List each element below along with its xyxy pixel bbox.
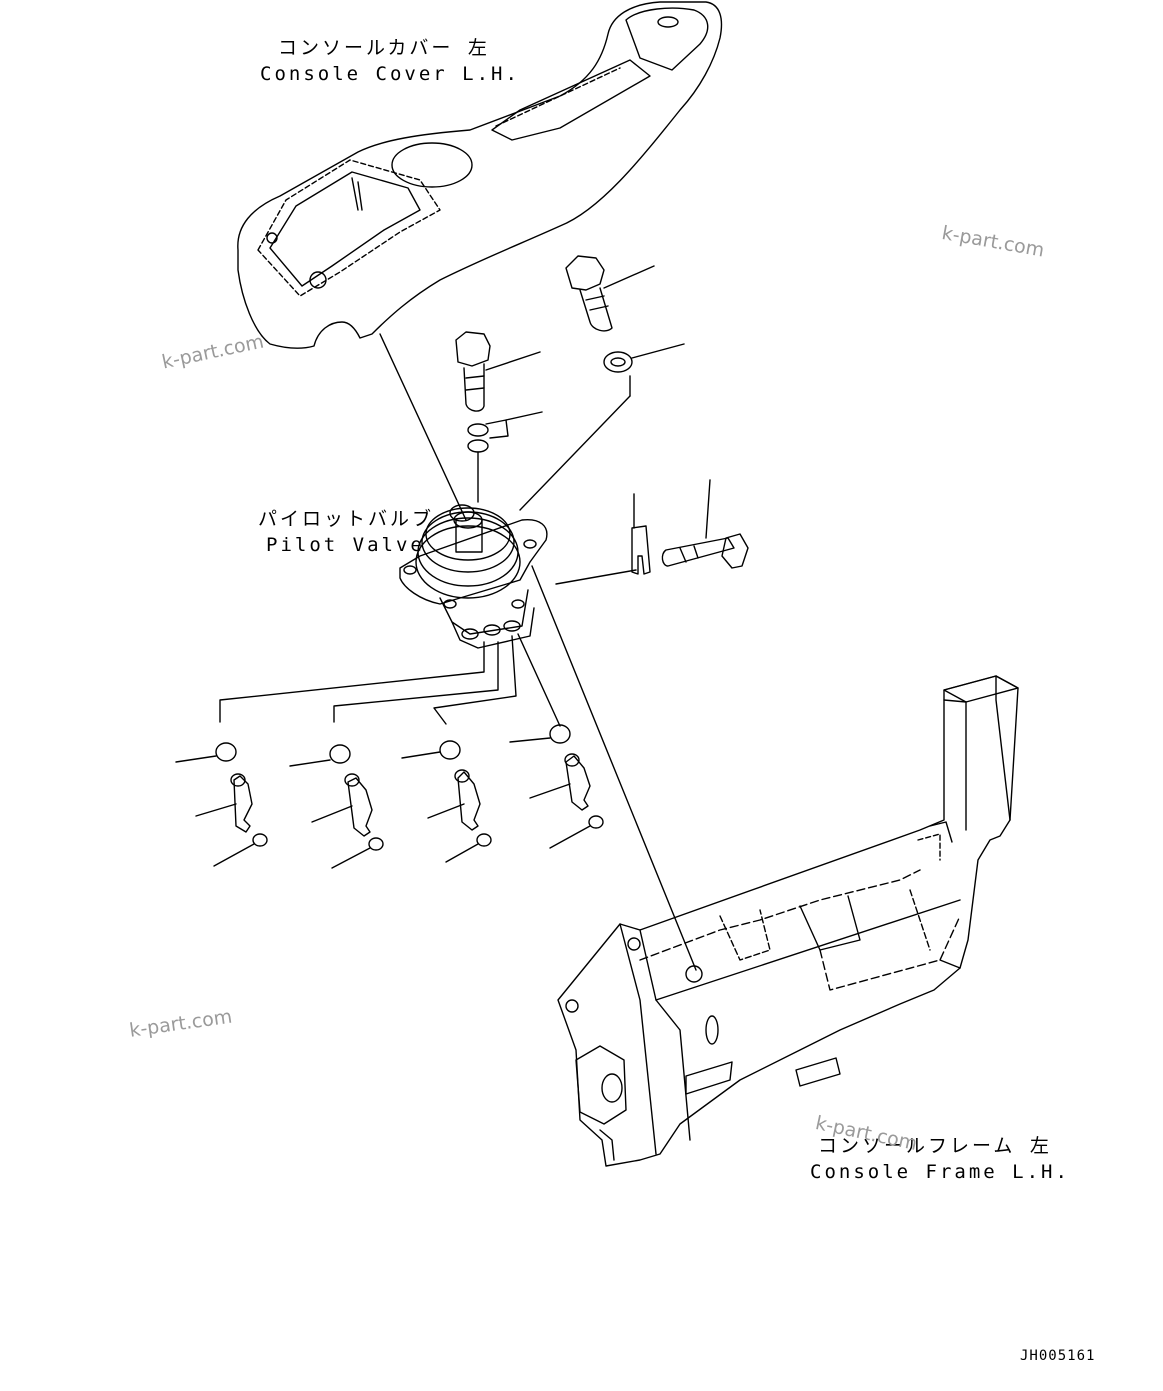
o-rings [467,411,543,503]
washer-upper-right [603,343,685,373]
console-frame-label-jp: コンソールフレーム 左 [818,1135,1052,1157]
bolt-upper-right [565,255,655,332]
leader-lines [379,333,697,971]
pilot-valve-label-en: Pilot Valve [266,534,425,556]
console-cover [237,1,723,349]
console-frame-label-en: Console Frame L.H. [810,1161,1070,1183]
console-frame [557,675,1019,1167]
pilot-valve-label-jp: パイロットバルブ [258,508,435,530]
bolt-right [661,479,749,569]
fittings [175,724,604,869]
fork-pin [631,493,651,575]
drawing-code: JH005161 [1020,1348,1096,1364]
console-cover-label-jp: コンソールカバー 左 [278,37,490,59]
port-leader-lines [219,633,561,727]
console-cover-label-en: Console Cover L.H. [260,63,520,85]
bolt-upper-left [455,331,541,412]
pilot-valve [399,504,548,649]
